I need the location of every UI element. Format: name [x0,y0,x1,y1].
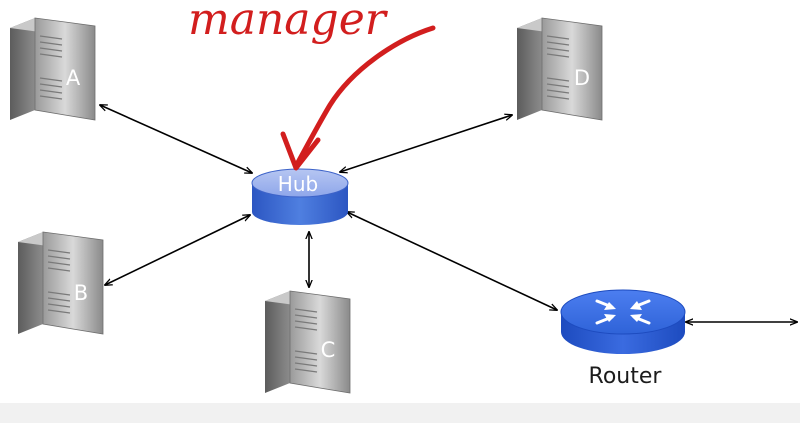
bottom-band [0,403,800,423]
link-hub-router [347,212,557,310]
hub-label: Hub [278,172,318,196]
link-a-hub [100,105,252,173]
annotation-arrow [293,25,436,169]
handwritten-text: manager [188,0,389,45]
annotation-arrowhead [280,131,321,171]
connections [100,105,797,322]
link-b-hub [105,215,250,285]
hub: Hub [251,168,349,225]
server-d-label: D [574,66,590,90]
handwritten-annotation: manager [188,0,436,171]
server-c-label: C [321,338,336,362]
router: Router [560,289,686,389]
router-label: Router [589,364,663,389]
server-a: A [10,17,96,121]
server-b-label: B [74,281,88,305]
link-d-hub [340,115,512,172]
router-arrows-icon [595,299,651,325]
server-c: C [265,290,351,394]
server-a-label: A [66,66,81,90]
server-b: B [18,231,104,335]
server-d: D [517,17,603,121]
